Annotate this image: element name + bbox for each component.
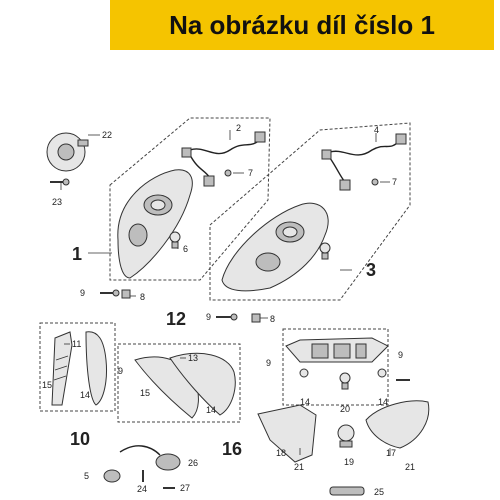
callout-21b: 21 xyxy=(405,462,415,472)
callout-24: 24 xyxy=(137,484,147,494)
callout-16: 16 xyxy=(222,439,242,459)
callout-14a: 14 xyxy=(80,390,90,400)
callout-21a: 21 xyxy=(294,462,304,472)
banner-title: Na obrázku díl číslo 1 xyxy=(169,9,435,40)
bulb-14d[interactable] xyxy=(377,368,387,378)
screw-7a[interactable] xyxy=(224,169,232,177)
bulb-socket-19[interactable] xyxy=(337,424,355,448)
callout-9e: 9 xyxy=(398,350,403,360)
side-lens-18[interactable] xyxy=(257,404,317,463)
callout-9b: 9 xyxy=(206,312,211,322)
callout-8b: 8 xyxy=(270,314,275,324)
spring-25[interactable] xyxy=(329,486,365,496)
side-lens-17[interactable] xyxy=(365,400,430,449)
tail-lamp-unit[interactable] xyxy=(285,337,389,363)
group-box-12 xyxy=(117,343,241,423)
horn-22[interactable] xyxy=(46,132,89,172)
callout-20: 20 xyxy=(340,404,350,414)
callout-labels: 22 23 2 4 7 7 1 6 3 9 8 9 8 12 11 13 9 9… xyxy=(42,123,415,497)
callout-11: 11 xyxy=(72,339,81,349)
callout-7b: 7 xyxy=(392,177,397,187)
socket-5[interactable] xyxy=(103,469,121,483)
headlight-1[interactable] xyxy=(117,169,193,279)
callout-17: 17 xyxy=(386,448,396,458)
callout-18: 18 xyxy=(276,448,286,458)
callout-26: 26 xyxy=(188,458,198,468)
callout-2: 2 xyxy=(236,123,241,133)
callout-14c: 14 xyxy=(300,397,310,407)
callout-7a: 7 xyxy=(248,168,253,178)
callout-25: 25 xyxy=(374,487,384,497)
title-banner: Na obrázku díl číslo 1 xyxy=(110,0,494,50)
callout-15a: 15 xyxy=(42,380,52,390)
group-box-3 xyxy=(209,122,411,301)
bolt-9b[interactable] xyxy=(216,313,238,321)
indicator-housing-14b[interactable] xyxy=(169,352,236,416)
bolt-23[interactable] xyxy=(50,178,70,186)
callout-9a: 9 xyxy=(80,288,85,298)
bolt-9a[interactable] xyxy=(100,289,120,297)
callout-14d: 14 xyxy=(378,397,388,407)
callout-14b: 14 xyxy=(206,405,216,415)
callout-4: 4 xyxy=(374,125,379,135)
clip-8a[interactable] xyxy=(121,289,131,299)
callout-15b: 15 xyxy=(140,388,150,398)
callout-9c: 9 xyxy=(118,366,123,376)
lamp-26[interactable] xyxy=(119,445,181,471)
wiring-harness-2[interactable] xyxy=(181,131,266,187)
headlight-3[interactable] xyxy=(221,202,329,292)
group-box-16 xyxy=(282,328,389,406)
callout-13: 13 xyxy=(188,353,198,363)
callout-9d: 9 xyxy=(266,358,271,368)
bulb-20[interactable] xyxy=(339,372,351,390)
group-box-1 xyxy=(109,117,271,281)
callout-27: 27 xyxy=(180,483,190,493)
group-box-10 xyxy=(39,322,116,412)
callout-6: 6 xyxy=(183,244,188,254)
bulb-6[interactable] xyxy=(169,231,181,249)
callout-1: 1 xyxy=(72,244,82,264)
wiring-harness-4[interactable] xyxy=(321,133,407,191)
screw-7b[interactable] xyxy=(371,178,379,186)
indicator-lens-11[interactable] xyxy=(51,331,73,406)
bulb-14c[interactable] xyxy=(299,368,309,378)
callout-23: 23 xyxy=(52,197,62,207)
callout-10: 10 xyxy=(70,429,90,449)
indicator-housing-14a[interactable] xyxy=(85,331,107,406)
callout-8a: 8 xyxy=(140,292,145,302)
callout-12: 12 xyxy=(166,309,186,329)
callout-3: 3 xyxy=(366,260,376,280)
callout-19: 19 xyxy=(344,457,354,467)
clip-8b[interactable] xyxy=(251,313,261,323)
callout-5: 5 xyxy=(84,471,89,481)
callout-22: 22 xyxy=(102,130,112,140)
bulb-5-upper[interactable] xyxy=(319,242,331,260)
leader-lines xyxy=(60,130,391,455)
